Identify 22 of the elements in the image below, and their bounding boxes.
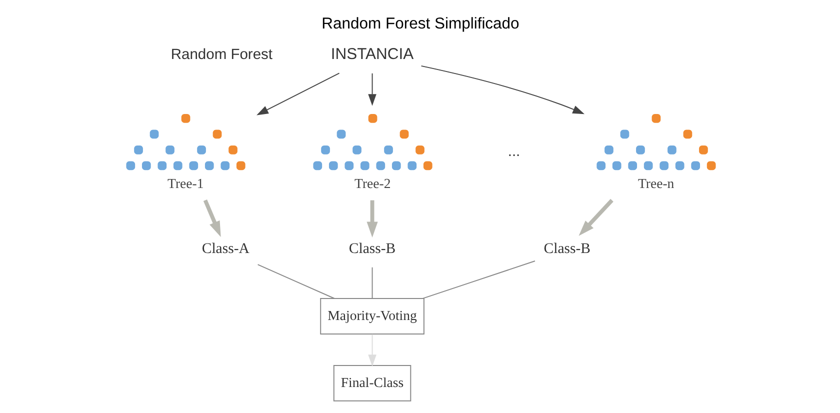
node-box: Majority-Voting (320, 298, 424, 334)
node-label: Tree-1 (167, 176, 204, 191)
arrow (368, 72, 376, 106)
connector (422, 260, 535, 299)
label: Random Forest (170, 46, 272, 63)
node-box: Final-Class (332, 364, 411, 402)
arrow (256, 72, 340, 116)
node-text: INSTANCIA (330, 46, 414, 64)
node-label: Tree-2 (354, 176, 390, 191)
arrow (578, 198, 613, 236)
node-label: Tree-n (638, 176, 674, 191)
label: ... (507, 144, 520, 160)
diagram-title: Random Forest Simplificado (321, 16, 519, 33)
arrow (420, 65, 584, 114)
connector (256, 264, 334, 299)
arrow (368, 334, 376, 366)
arrow (202, 200, 220, 238)
connector (371, 266, 372, 299)
arrow (366, 200, 378, 238)
node-text: Class-A (201, 240, 249, 257)
node-text: Class-B (348, 240, 396, 257)
node-text: Class-B (543, 240, 590, 257)
